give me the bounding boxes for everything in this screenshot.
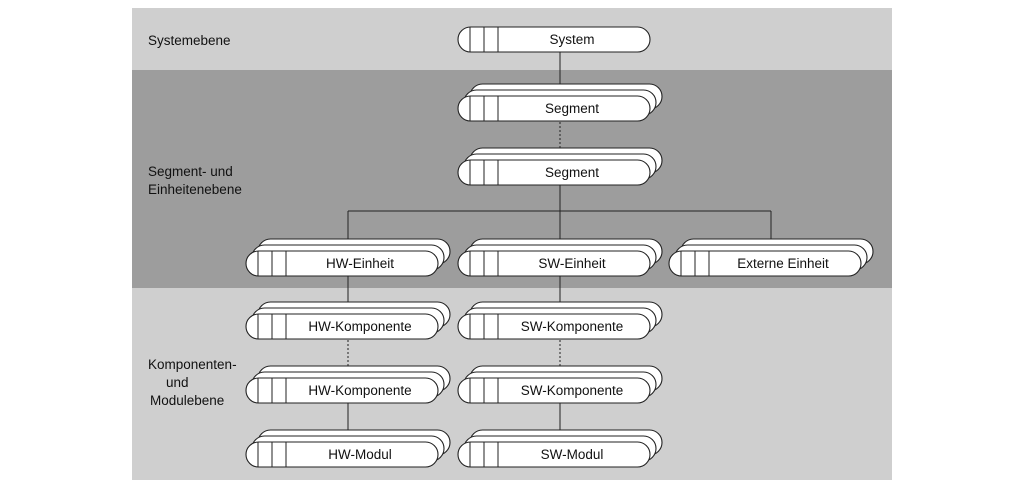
node-hw-component-2: HW-Komponente <box>245 365 451 404</box>
node-hw-unit: HW-Einheit <box>245 238 451 277</box>
node-segment-2: Segment <box>457 147 663 186</box>
node-hw-component-2-label: HW-Komponente <box>308 383 411 398</box>
level-label-segment: Segment- und Einheitenebene <box>148 164 242 197</box>
node-hw-component-1-label: HW-Komponente <box>308 319 411 334</box>
node-sw-unit: SW-Einheit <box>457 238 663 277</box>
node-external-unit-label: Externe Einheit <box>737 256 829 271</box>
node-external-unit: Externe Einheit <box>668 238 874 277</box>
level-label-system: Systemebene <box>148 33 231 48</box>
node-segment-2-label: Segment <box>545 165 599 180</box>
level-label-module: Komponenten- und Modulebene <box>148 357 240 408</box>
node-sw-component-1-label: SW-Komponente <box>521 319 624 334</box>
node-segment-1: Segment <box>457 83 663 122</box>
node-sw-module: SW-Modul <box>457 429 663 468</box>
node-segment-1-label: Segment <box>545 101 599 116</box>
node-sw-module-label: SW-Modul <box>541 447 604 462</box>
node-system: System <box>457 26 651 53</box>
node-sw-component-2: SW-Komponente <box>457 365 663 404</box>
node-hw-module: HW-Modul <box>245 429 451 468</box>
node-hw-component-1: HW-Komponente <box>245 301 451 340</box>
node-hw-unit-label: HW-Einheit <box>326 256 394 271</box>
node-sw-component-2-label: SW-Komponente <box>521 383 624 398</box>
node-sw-component-1: SW-Komponente <box>457 301 663 340</box>
node-hw-module-label: HW-Modul <box>328 447 392 462</box>
node-sw-unit-label: SW-Einheit <box>538 256 606 271</box>
node-system-label: System <box>549 32 594 47</box>
